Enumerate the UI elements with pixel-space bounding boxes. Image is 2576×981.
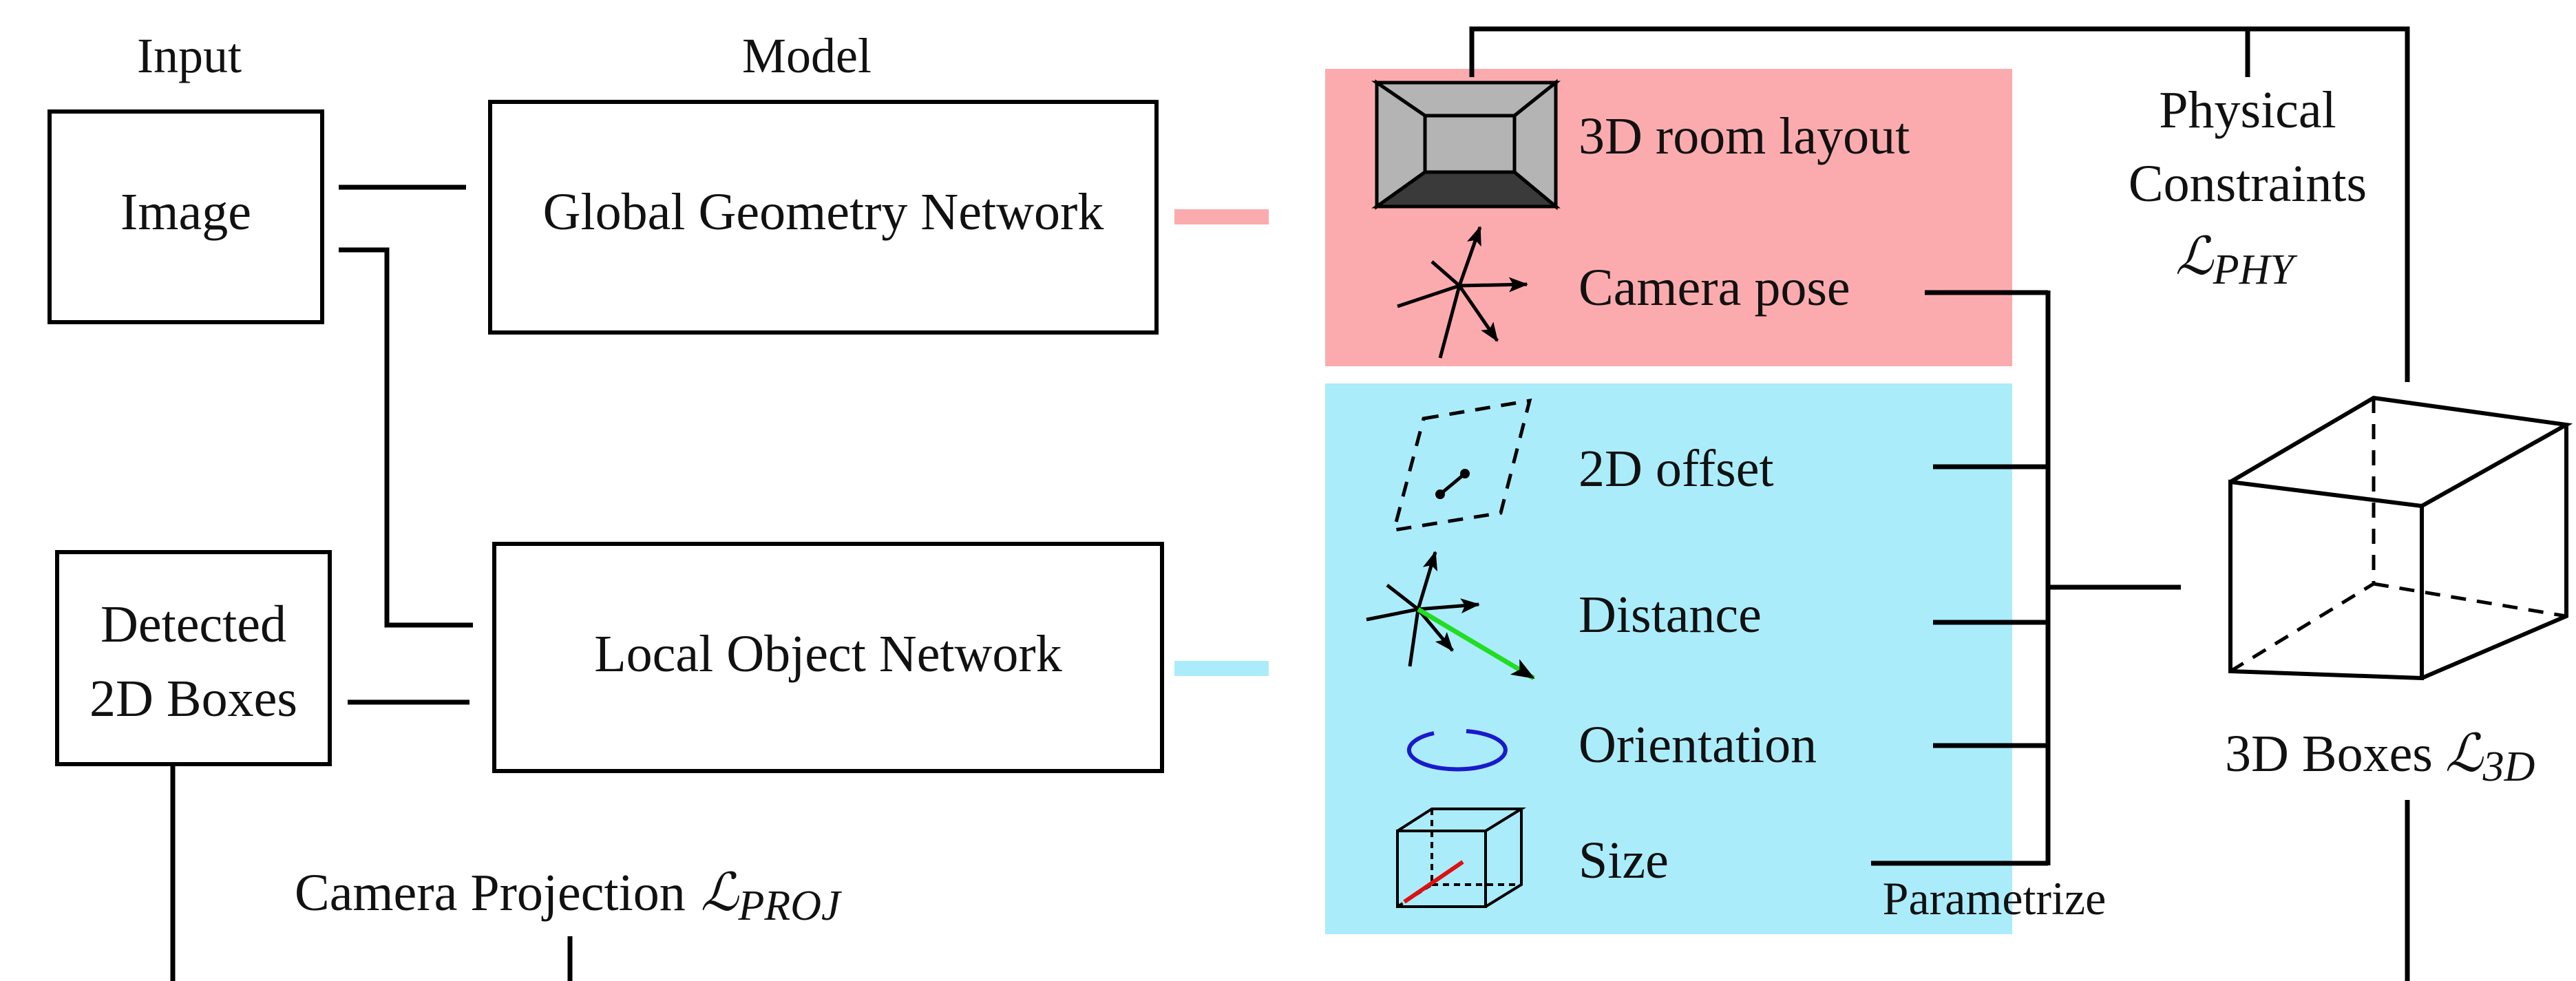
parametrize-label: Parametrize xyxy=(1883,872,2107,925)
offset-icon xyxy=(1391,398,1532,533)
detected-boxes-box xyxy=(55,550,332,766)
physical-constraints-loop xyxy=(1469,26,2410,382)
orientation-label: Orientation xyxy=(1579,716,1817,774)
camera-pose-icon xyxy=(1397,226,1528,359)
camera-pose-label: Camera pose xyxy=(1579,259,1850,317)
global-geometry-network-label: Global Geometry Network xyxy=(543,183,1104,241)
global-network-output-link xyxy=(1174,209,1269,224)
detected-boxes-label-2: 2D Boxes xyxy=(89,670,297,728)
image-input-box xyxy=(47,109,324,324)
orientation-icon xyxy=(1406,729,1508,772)
image-to-local-connector xyxy=(339,247,473,628)
physical-label-1: Physical xyxy=(2159,81,2336,139)
room-layout-label: 3D room layout xyxy=(1579,107,1910,165)
local-object-network-box xyxy=(492,542,1164,773)
local-object-network-label: Local Object Network xyxy=(594,625,1062,683)
model-header: Model xyxy=(742,28,872,83)
3d-box-icon xyxy=(2228,395,2573,681)
image-input-label: Image xyxy=(120,183,251,241)
physical-label-2: Constraints xyxy=(2129,155,2367,213)
offset-label: 2D offset xyxy=(1579,440,1774,498)
size-diagonal xyxy=(1403,860,1464,904)
distance-icon xyxy=(1366,551,1480,667)
size-label: Size xyxy=(1579,832,1669,889)
room-layout-icon xyxy=(1371,78,1561,211)
distance-vector xyxy=(1417,606,1535,681)
distance-label: Distance xyxy=(1579,586,1762,644)
input-header: Input xyxy=(137,28,242,83)
parametrize-bracket xyxy=(1871,290,2181,866)
global-geometry-network-box xyxy=(488,100,1159,335)
physical-loss-symbol: ℒPHY xyxy=(2175,228,2297,293)
local-network-output-link xyxy=(1174,661,1269,676)
local-output-panel xyxy=(1325,383,2012,934)
detected-boxes-label-1: Detected xyxy=(101,595,286,653)
